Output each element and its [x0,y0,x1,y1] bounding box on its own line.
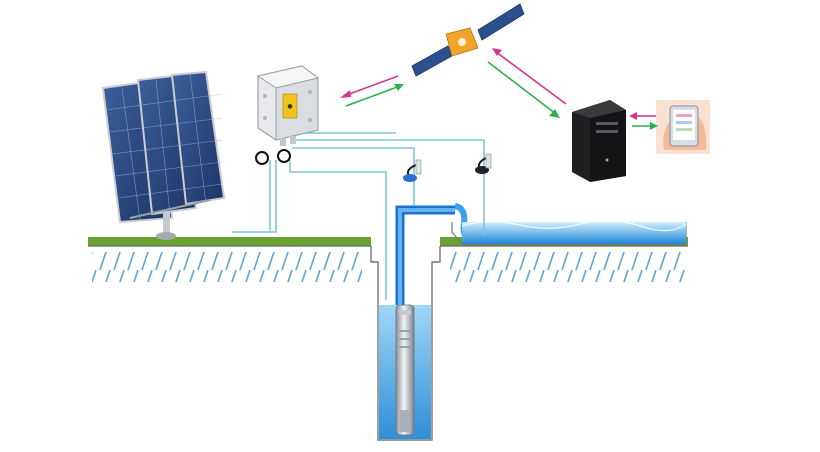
solar-panel [101,70,226,240]
soil-hatch-right [450,252,686,282]
submersible-pump-icon [395,304,415,436]
link-controller-satellite [340,75,404,107]
well [370,246,441,441]
tank-sensor [475,153,492,174]
satellite-icon [411,3,525,77]
controller: ● [255,65,320,165]
arrow-magenta [495,51,567,105]
arrow-down-green [345,85,401,107]
server-tower-icon [572,100,626,182]
controller-label: ● [287,103,292,110]
smartphone-icon [656,100,710,154]
float-switch-icon [475,153,492,174]
water-tank-icon [451,219,687,245]
tank-water [462,222,686,244]
arrow-green [487,61,557,115]
link-satellite-server [487,48,567,118]
phone [656,100,710,154]
solar-panel-icon [101,70,226,240]
soil-hatch-left [92,252,362,282]
satellite [411,3,525,77]
arrow-up-magenta [343,75,399,97]
well-sensor [403,159,422,182]
controller-box-icon: ● [255,65,320,165]
control-cables [232,132,485,300]
link-server-phone [629,112,658,130]
float-switch-icon [403,159,422,182]
grass-left [88,237,371,246]
server [572,100,626,182]
